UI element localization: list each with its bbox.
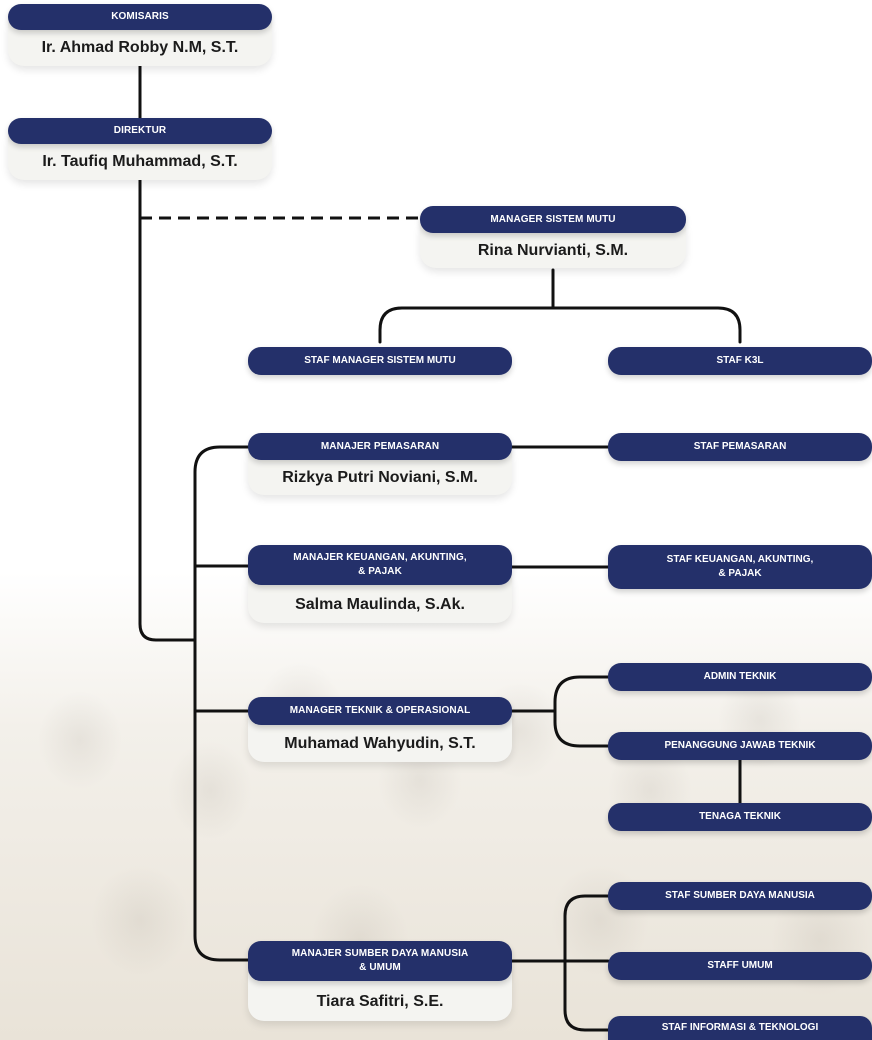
connector-manager-bus xyxy=(193,445,250,962)
staff-tenaga-teknik: TENAGA TEKNIK xyxy=(608,803,872,831)
staff-keuangan: STAF KEUANGAN, AKUNTING, & PAJAK xyxy=(608,545,872,589)
manajer-keuangan-title-line2: & PAJAK xyxy=(358,566,402,577)
staff-penanggung-jawab-teknik: PENANGGUNG JAWAB TEKNIK xyxy=(608,732,872,760)
manager-teknik-title: MANAGER TEKNIK & OPERASIONAL xyxy=(248,697,512,725)
manajer-sdm-node: MANAJER SUMBER DAYA MANUSIA & UMUM Tiara… xyxy=(248,941,512,1023)
komisaris-node: KOMISARIS Ir. Ahmad Robby N.M, S.T. xyxy=(8,4,272,66)
manajer-sdm-title-line2: & UMUM xyxy=(359,962,401,973)
manager-sistem-mutu-title: MANAGER SISTEM MUTU xyxy=(420,206,686,233)
manajer-keuangan-title: MANAJER KEUANGAN, AKUNTING, & PAJAK xyxy=(248,545,512,585)
staff-pemasaran: STAF PEMASARAN xyxy=(608,433,872,461)
manajer-keuangan-title-line1: MANAJER KEUANGAN, AKUNTING, xyxy=(293,552,467,563)
connector-teknik-children xyxy=(553,675,610,748)
staff-sdm: STAF SUMBER DAYA MANUSIA xyxy=(608,882,872,910)
staff-manager-sistem-mutu: STAF MANAGER SISTEM MUTU xyxy=(248,347,512,375)
manajer-sdm-title: MANAJER SUMBER DAYA MANUSIA & UMUM xyxy=(248,941,512,981)
manajer-sdm-name: Tiara Safitri, S.E. xyxy=(248,973,512,1021)
staff-keuangan-line2: & PAJAK xyxy=(718,568,762,579)
manajer-pemasaran-node: MANAJER PEMASARAN Rizkya Putri Noviani, … xyxy=(248,433,512,495)
manager-teknik-node: MANAGER TEKNIK & OPERASIONAL Muhamad Wah… xyxy=(248,697,512,762)
staff-k3l: STAF K3L xyxy=(608,347,872,375)
connector-sdm-children xyxy=(563,894,610,1032)
manajer-keuangan-node: MANAJER KEUANGAN, AKUNTING, & PAJAK Salm… xyxy=(248,545,512,625)
staff-informasi-teknologi: STAF INFORMASI & TEKNOLOGI xyxy=(608,1016,872,1040)
komisaris-title: KOMISARIS xyxy=(8,4,272,30)
manajer-sdm-title-line1: MANAJER SUMBER DAYA MANUSIA xyxy=(291,948,469,959)
direktur-title: DIREKTUR xyxy=(8,118,272,144)
connector-direktur-trunk xyxy=(138,178,197,642)
staff-keuangan-line1: STAF KEUANGAN, AKUNTING, xyxy=(666,554,814,565)
staff-umum: STAFF UMUM xyxy=(608,952,872,980)
manajer-pemasaran-title: MANAJER PEMASARAN xyxy=(248,433,512,460)
manager-sistem-mutu-node: MANAGER SISTEM MUTU Rina Nurvianti, S.M. xyxy=(420,206,686,268)
staff-admin-teknik: ADMIN TEKNIK xyxy=(608,663,872,691)
connector-sistem-mutu-staff xyxy=(378,268,742,344)
direktur-node: DIREKTUR Ir. Taufiq Muhammad, S.T. xyxy=(8,118,272,180)
